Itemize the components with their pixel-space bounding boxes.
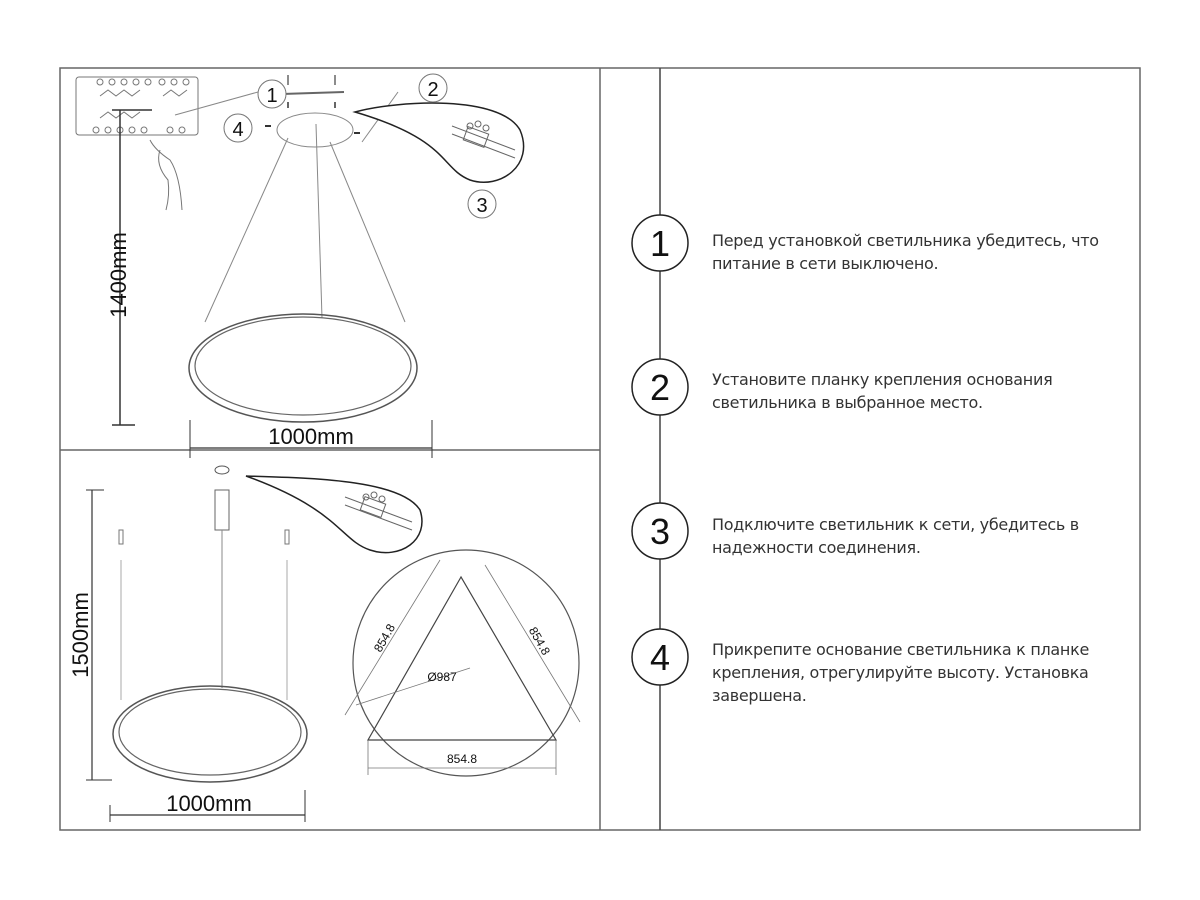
terminal-block-detail: [245, 475, 423, 554]
terminal-block-icon: [451, 120, 516, 159]
callout-1: 1: [257, 79, 287, 109]
svg-text:3: 3: [476, 195, 487, 217]
step-4-text: Прикрепите основание светильника к планк…: [712, 640, 1089, 705]
suspension-wire: [315, 123, 323, 319]
callout-2: 2: [418, 73, 448, 103]
svg-text:3: 3: [650, 511, 670, 552]
step-4-marker: 4: [631, 628, 689, 686]
terminal-block-icon: [344, 491, 413, 531]
width-dimension-label: 1000mm: [268, 424, 354, 449]
callout-4: 4: [223, 113, 253, 143]
mounting-template-triangle: [366, 575, 558, 741]
triangle-side-right-label: 854.8: [526, 624, 553, 657]
breaker-panel-illustration: [75, 76, 199, 211]
step-1-text: Перед установкой светильника убедитесь, …: [712, 231, 1099, 273]
bottom-diagram: 1500mm 1000mm 854.8 854.8 854.8: [68, 465, 581, 822]
terminal-block-detail: [352, 102, 525, 183]
triangle-side-left-label: 854.8: [371, 621, 398, 654]
svg-text:2: 2: [427, 79, 438, 101]
mounting-template-circle: [352, 549, 580, 777]
svg-text:4: 4: [232, 119, 243, 141]
callout-3: 3: [467, 189, 497, 219]
suspension-wire: [329, 141, 406, 323]
step-3-marker: 3: [631, 502, 689, 560]
mounting-bar: [281, 91, 345, 95]
suspension-wire: [204, 137, 289, 323]
step-1-marker: 1: [631, 214, 689, 272]
step-2-marker: 2: [631, 358, 689, 416]
pendant-canopy: [214, 489, 230, 531]
step-3-text: Подключите светильник к сети, убедитесь …: [712, 515, 1079, 557]
ring-lamp: [112, 685, 308, 783]
ring-lamp: [188, 313, 418, 423]
svg-text:1: 1: [650, 223, 670, 264]
height-dimension-label: 1400mm: [106, 232, 131, 318]
triangle-side-bottom-label: 854.8: [447, 752, 477, 766]
step-2-text: Установите планку крепления основания св…: [712, 370, 1053, 412]
height-dimension-label: 1500mm: [68, 592, 93, 678]
svg-text:4: 4: [650, 637, 670, 678]
canopy: [276, 112, 354, 148]
top-diagram: 1400mm 1000mm 1: [75, 73, 525, 458]
svg-text:1: 1: [266, 85, 277, 107]
circle-diameter-label: Ø987: [427, 670, 457, 684]
svg-text:2: 2: [650, 367, 670, 408]
width-dimension-label: 1000mm: [166, 791, 252, 816]
